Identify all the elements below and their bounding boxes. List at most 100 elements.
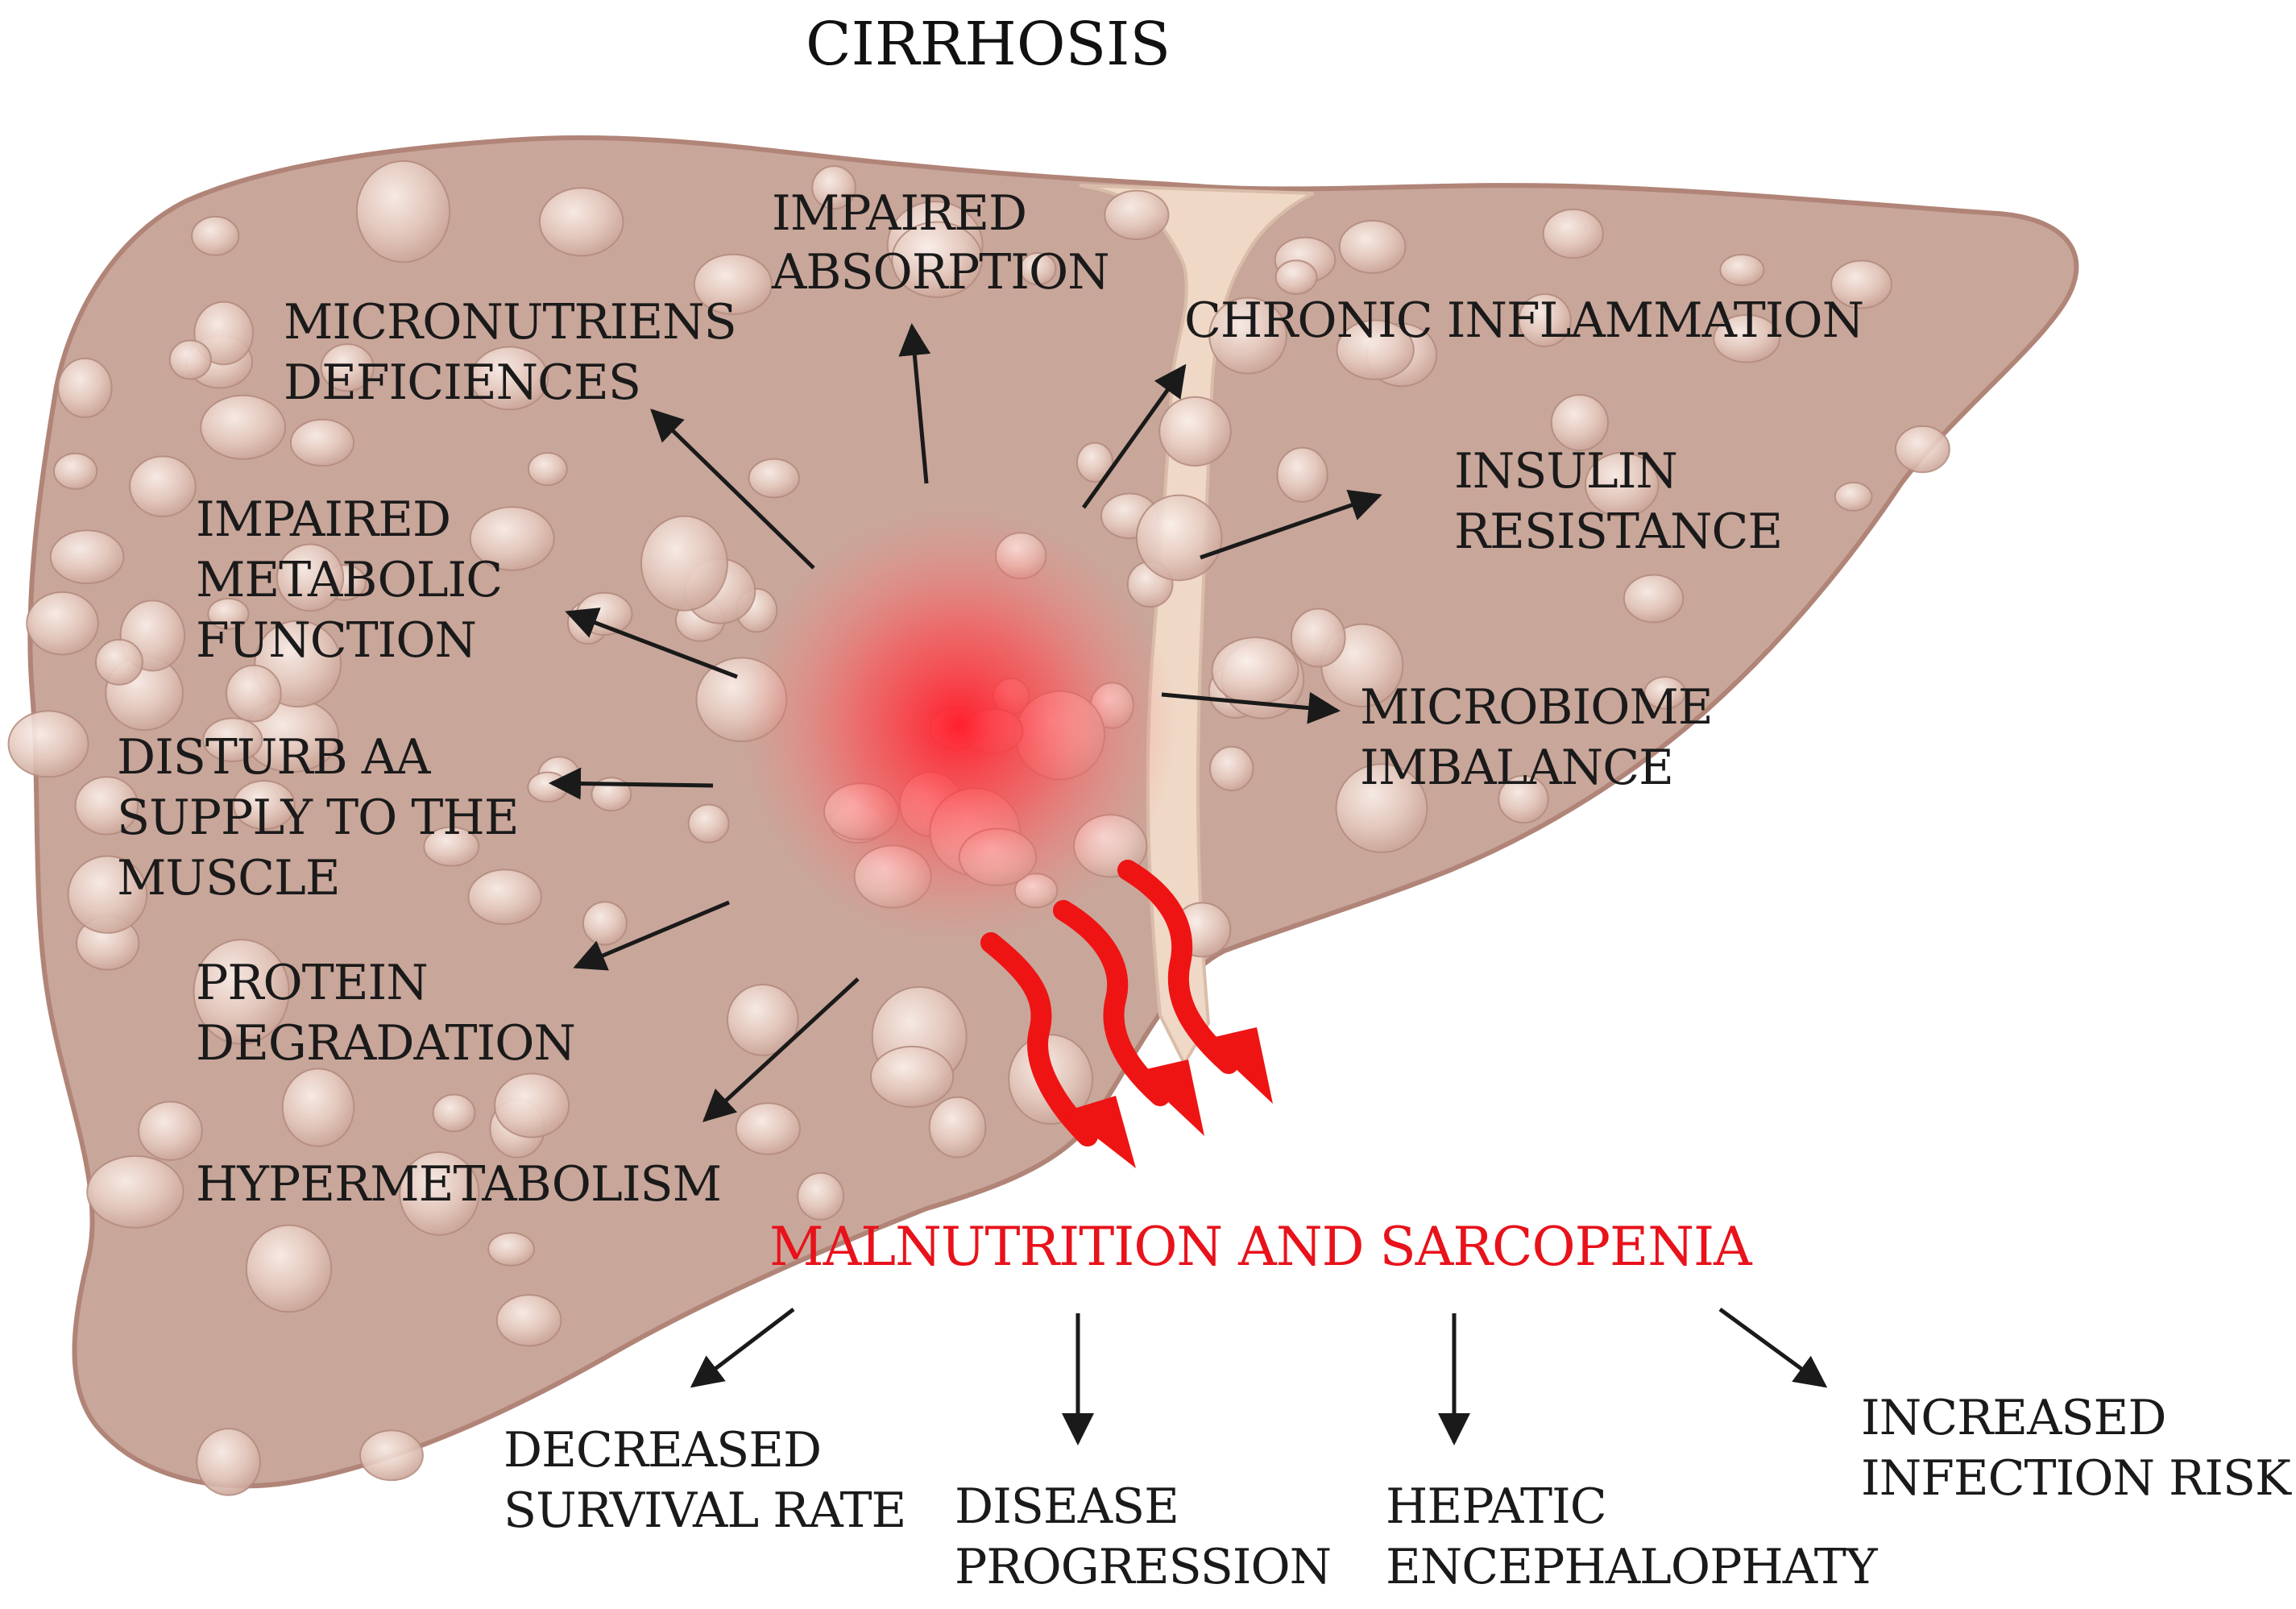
label-encephalopathy-2: ENCEPHALOPHATY [1386,1539,1879,1595]
wavy-red-arrowhead-3 [1204,1027,1273,1104]
label-infection-1: INCREASED [1861,1390,2165,1446]
label-absorption-1: IMPAIRED [772,185,1026,242]
liver-nodule [276,543,345,612]
liver-nodule [1335,763,1428,853]
label-metabolic-2: METABOLIC [196,552,502,608]
liver-nodule [928,1096,987,1159]
liver-nodule [281,1068,355,1147]
inflammation-hotspot [741,508,1176,943]
factor-protein: PROTEIN DEGRADATION [196,955,576,1072]
liver-nodule [582,901,628,946]
factor-inflammation: CHRONIC INFLAMMATION [1184,292,1864,349]
arrow-absorption [898,323,931,484]
label-infection-2: INFECTION RISK [1861,1450,2292,1507]
liver-nodule [891,221,983,298]
liver-nodule [1713,313,1780,363]
liver-nodule [7,710,89,778]
liver-nodule [196,1428,261,1496]
liver-nodule [1019,251,1057,286]
label-microbiome-1: MICROBIOME [1360,679,1713,736]
liver-nodule [202,717,263,763]
liver-nodule [193,939,290,1045]
liver-nodule [869,1045,955,1108]
factor-metabolic: IMPAIRED METABOLIC FUNCTION [196,491,503,669]
factor-insulin: INSULIN RESISTANCE [1454,443,1783,560]
diagram-title: CIRRHOSIS [806,10,1171,79]
label-microbiome-2: IMBALANCE [1360,740,1673,796]
label-survival-2: SURVIVAL RATE [504,1483,906,1539]
liver-nodule [735,1102,801,1155]
arrow-insulin [1200,489,1382,560]
liver-nodule [640,515,728,612]
label-hypermetabolism: HYPERMETABOLISM [196,1156,721,1213]
wavy-red-arrow-3 [1117,860,1239,1074]
liver-nodule [693,253,773,315]
liver-nodule [49,529,125,585]
liver-nodule [225,664,282,723]
liver-nodule [232,780,296,831]
label-progression-2: PROGRESSION [955,1539,1331,1595]
wavy-red-arrow-1 [980,932,1098,1147]
liver-nodule [1584,451,1660,518]
liver-nodule [138,1101,203,1161]
cause-arrows [549,323,1382,1122]
liver-nodule [726,984,799,1056]
liver-nodule [1075,442,1114,483]
factor-aa-supply: DISTURB AA SUPPLY TO THE MUSCLE [117,729,520,906]
liver-nodule [355,160,451,263]
liver-nodule [1338,219,1407,274]
liver-nodule [193,301,255,366]
liver-nodule [289,418,355,467]
label-aa-1: DISTURB AA [117,729,431,786]
label-encephalopathy-1: HEPATIC [1386,1478,1606,1535]
liver-nodule [1274,259,1318,295]
liver-nodule [1830,259,1892,309]
arrow-microbiome [1161,691,1341,724]
factor-microbiome: MICROBIOME IMBALANCE [1360,679,1714,796]
liver-nodule [467,869,542,926]
liver-nodule [432,1093,476,1133]
liver-nodule [1211,637,1299,705]
liver-nodule [470,346,549,411]
liver-nodule [527,452,568,487]
liver-nodule [1276,446,1328,503]
liver-nodule [1290,608,1346,668]
label-aa-3: MUSCLE [117,850,340,906]
arrow-aa-supply [549,767,714,800]
factor-hypermetabolism: HYPERMETABOLISM [196,1156,722,1213]
liver-nodule [1834,481,1873,512]
arrow-inflammation [1081,363,1187,509]
label-progression-1: DISEASE [955,1478,1179,1535]
liver-nodule [191,215,240,256]
label-survival-1: DECREASED [504,1422,821,1478]
liver-nodule [94,638,143,686]
liver-nodule [26,591,99,656]
liver-nodule [423,826,480,867]
label-absorption-2: ABSORPTION [771,244,1109,301]
consequence-progression: DISEASE PROGRESSION [955,1478,1332,1595]
liver-nodule [487,1232,535,1267]
wavy-red-arrowhead-1 [1063,1096,1136,1168]
label-insulin-2: RESISTANCE [1454,504,1782,560]
liver-nodule [1894,425,1950,474]
liver-nodule [469,506,555,571]
arrow-hypermetabolism [702,977,860,1122]
consequence-survival: DECREASED SURVIVAL RATE [504,1422,906,1539]
liver-nodule [1208,745,1254,792]
liver-nodule [168,339,212,380]
label-metabolic-3: FUNCTION [196,612,476,669]
liver-nodule [811,165,856,210]
liver-nodule [1158,396,1232,467]
liver-nodule [748,458,800,499]
consequence-infection: INCREASED INFECTION RISK [1861,1390,2293,1507]
liver-nodule [399,1151,480,1236]
label-protein-2: DEGRADATION [196,1015,575,1072]
liver-nodule [129,455,197,518]
liver-nodule [74,776,139,836]
label-inflammation: CHRONIC INFLAMMATION [1184,292,1863,349]
liver-nodule [538,187,624,257]
liver-nodule [86,1155,184,1229]
liver-nodule [1518,293,1572,347]
arrow-metabolic [565,608,738,679]
